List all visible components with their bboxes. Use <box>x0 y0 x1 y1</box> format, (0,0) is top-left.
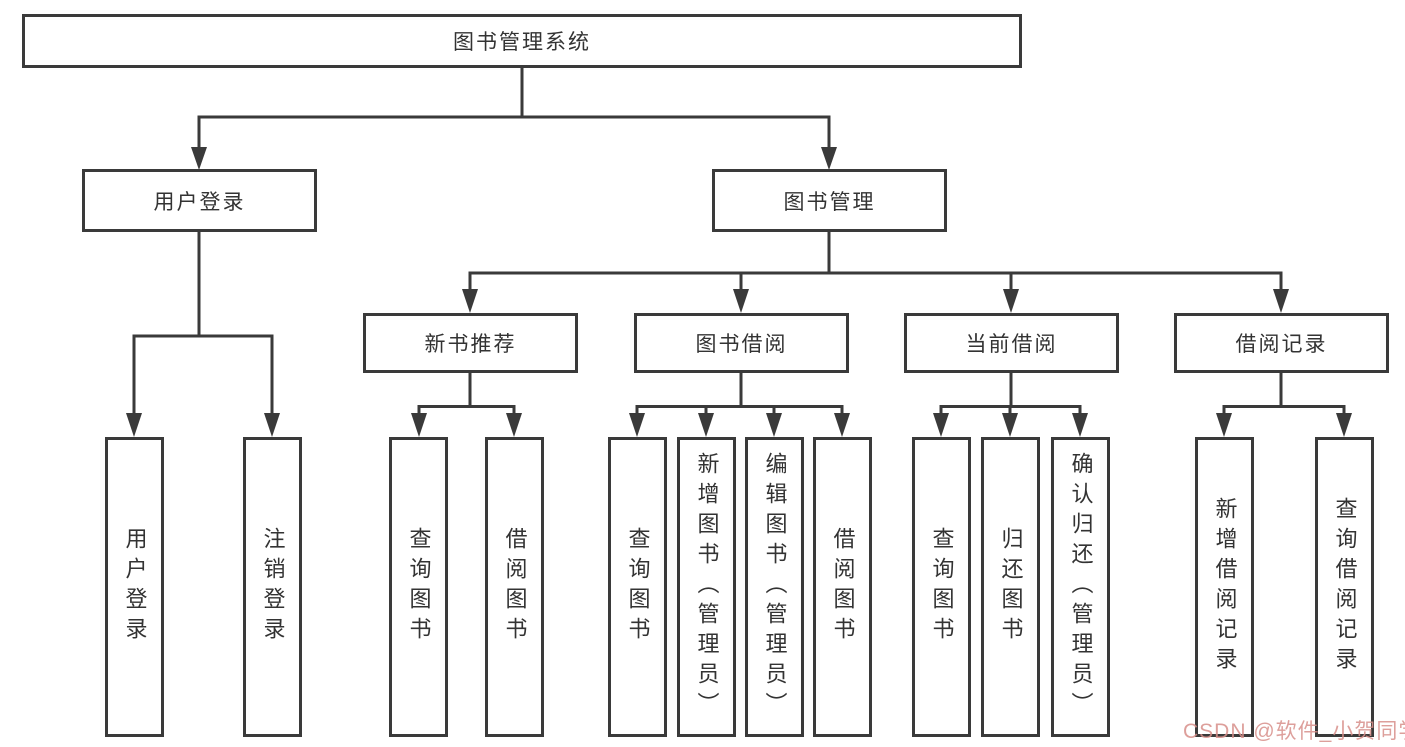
leaf-return-book: 归还图书 <box>981 437 1040 737</box>
leaf-label: 确认归还（管理员） <box>1068 452 1094 722</box>
node-label: 借阅记录 <box>1235 333 1328 356</box>
node-book-borrowing: 图书借阅 <box>634 313 849 373</box>
leaf-edit-book-admin: 编辑图书（管理员） <box>745 437 804 737</box>
leaf-add-book-admin: 新增图书（管理员） <box>677 437 736 737</box>
leaf-label: 查询图书 <box>406 527 432 647</box>
leaf-label: 用户登录 <box>122 527 148 647</box>
leaf-label: 查询图书 <box>929 527 955 647</box>
leaf-label: 注销登录 <box>260 527 286 647</box>
node-new-book-recommend: 新书推荐 <box>363 313 578 373</box>
leaf-query-books-borrowing: 查询图书 <box>608 437 667 737</box>
node-label: 图书管理 <box>783 190 876 214</box>
leaf-logout: 注销登录 <box>243 437 302 737</box>
leaf-query-books-recommend: 查询图书 <box>389 437 448 737</box>
leaf-borrow-books-recommend: 借阅图书 <box>485 437 544 737</box>
leaf-confirm-return-admin: 确认归还（管理员） <box>1051 437 1110 737</box>
leaf-label: 借阅图书 <box>502 527 528 647</box>
leaf-query-books-current: 查询图书 <box>912 437 971 737</box>
leaf-label: 新增图书（管理员） <box>694 452 720 722</box>
node-library-system: 图书管理系统 <box>22 14 1022 68</box>
node-label: 用户登录 <box>153 190 246 214</box>
csdn-watermark: CSDN @软件_小贺同学 <box>1183 720 1405 743</box>
node-borrowing-records: 借阅记录 <box>1174 313 1389 373</box>
leaf-user-login: 用户登录 <box>105 437 164 737</box>
leaf-label: 新增借阅记录 <box>1212 497 1238 677</box>
node-label: 当前借阅 <box>965 333 1058 356</box>
leaf-borrow-books-borrowing: 借阅图书 <box>813 437 872 737</box>
leaf-label: 归还图书 <box>998 527 1024 647</box>
node-book-management: 图书管理 <box>712 169 947 232</box>
leaf-add-borrow-record: 新增借阅记录 <box>1195 437 1254 737</box>
leaf-query-borrow-record: 查询借阅记录 <box>1315 437 1374 737</box>
leaf-label: 查询图书 <box>625 527 651 647</box>
node-user-login: 用户登录 <box>82 169 317 232</box>
node-current-borrowing: 当前借阅 <box>904 313 1119 373</box>
node-label: 新书推荐 <box>424 333 517 356</box>
leaf-label: 借阅图书 <box>830 527 856 647</box>
node-label: 图书借阅 <box>695 333 788 356</box>
node-label: 图书管理系统 <box>453 31 591 54</box>
leaf-label: 查询借阅记录 <box>1332 497 1358 677</box>
leaf-label: 编辑图书（管理员） <box>762 452 788 722</box>
